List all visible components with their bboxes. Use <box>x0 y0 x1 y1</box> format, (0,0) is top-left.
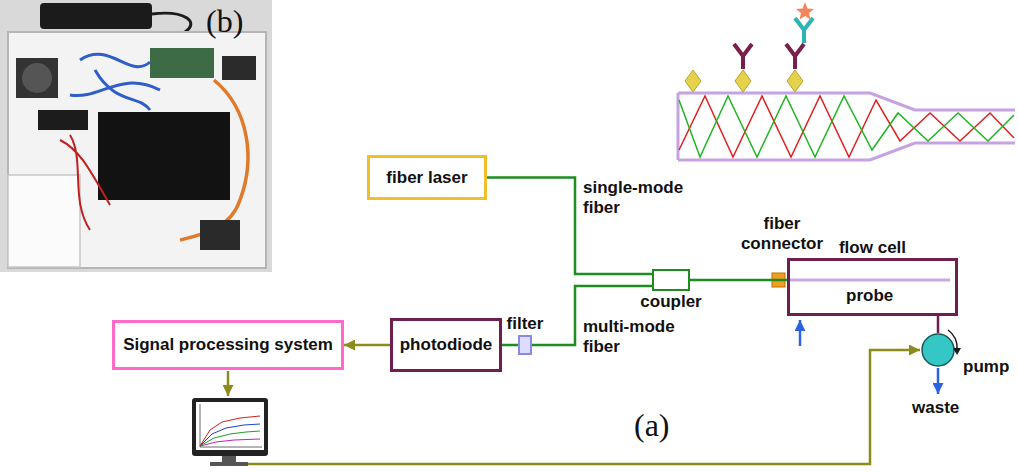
connector <box>502 344 518 347</box>
circuit-board <box>150 48 214 78</box>
photodiode-module <box>38 110 88 130</box>
probe-fiber <box>790 279 950 282</box>
node-label: fiber laser <box>386 168 467 188</box>
connector <box>690 279 787 282</box>
light-ray <box>679 96 1014 157</box>
chart-curve <box>200 424 260 446</box>
cooling-fan <box>16 58 58 98</box>
antigen-diamond <box>735 70 751 92</box>
red-wire <box>60 135 110 230</box>
node-label: pump <box>963 357 1009 377</box>
monitor-screen <box>196 402 264 450</box>
part-name: probe <box>846 286 893 306</box>
inlet-arrow <box>799 320 802 346</box>
power-adapter <box>40 3 152 29</box>
fan-blade <box>22 63 52 93</box>
chart-curve <box>200 431 260 446</box>
labelled-antibody <box>795 18 813 43</box>
part-name: fiber connector <box>734 214 830 255</box>
connector <box>937 316 940 333</box>
connector <box>532 286 652 345</box>
monitor-stand <box>222 456 236 462</box>
fiber-label: single-mode fiber <box>583 178 701 219</box>
pump-circle: pump <box>921 333 955 367</box>
node-label: filter <box>507 314 544 334</box>
fluorescent-star <box>796 2 814 20</box>
antigen-diamond <box>787 70 803 92</box>
node-label: coupler <box>640 292 701 312</box>
fiber-cable <box>70 54 160 110</box>
waste-arrow <box>937 368 940 394</box>
device-case <box>8 32 266 268</box>
pump-module <box>200 220 240 250</box>
rotation-head <box>953 348 961 355</box>
part-name: waste <box>912 398 959 418</box>
front-panel <box>8 175 80 267</box>
monitor-base <box>210 462 248 466</box>
fiber-outline <box>678 93 1015 160</box>
chart-axis <box>200 447 262 448</box>
monitor-frame <box>192 398 268 456</box>
antibody <box>734 44 752 69</box>
node-label: flow cell <box>839 238 906 258</box>
panel-letter: (a) <box>634 406 670 444</box>
antigen-diamond <box>685 70 701 92</box>
node-label: Signal processing system <box>123 335 333 355</box>
light-ray <box>679 96 1014 157</box>
pump-rotor <box>922 334 954 366</box>
photo-ground <box>0 0 272 272</box>
node-label: photodiode <box>400 335 493 355</box>
chart-curve <box>200 416 260 446</box>
signal-arrow <box>227 371 230 396</box>
panel-letter: (b) <box>206 2 243 40</box>
control-wire <box>248 350 920 464</box>
orange-cable <box>180 80 248 240</box>
processor-box: Signal processing system <box>112 320 344 370</box>
connector-block <box>222 56 256 80</box>
rotation-arrow <box>948 330 957 350</box>
filter-box: filter <box>518 335 532 355</box>
coupler-box: coupler <box>652 269 690 291</box>
laser-box: fiber laser <box>367 155 487 200</box>
antibody <box>786 44 804 69</box>
connector <box>344 344 390 347</box>
chart-curve <box>200 439 260 446</box>
chart-axis <box>200 404 201 447</box>
fiber-label: multi-mode fiber <box>583 317 701 358</box>
laser-module <box>98 112 230 200</box>
photodiode-box: photodiode <box>390 318 502 372</box>
pump-shape <box>921 333 955 367</box>
